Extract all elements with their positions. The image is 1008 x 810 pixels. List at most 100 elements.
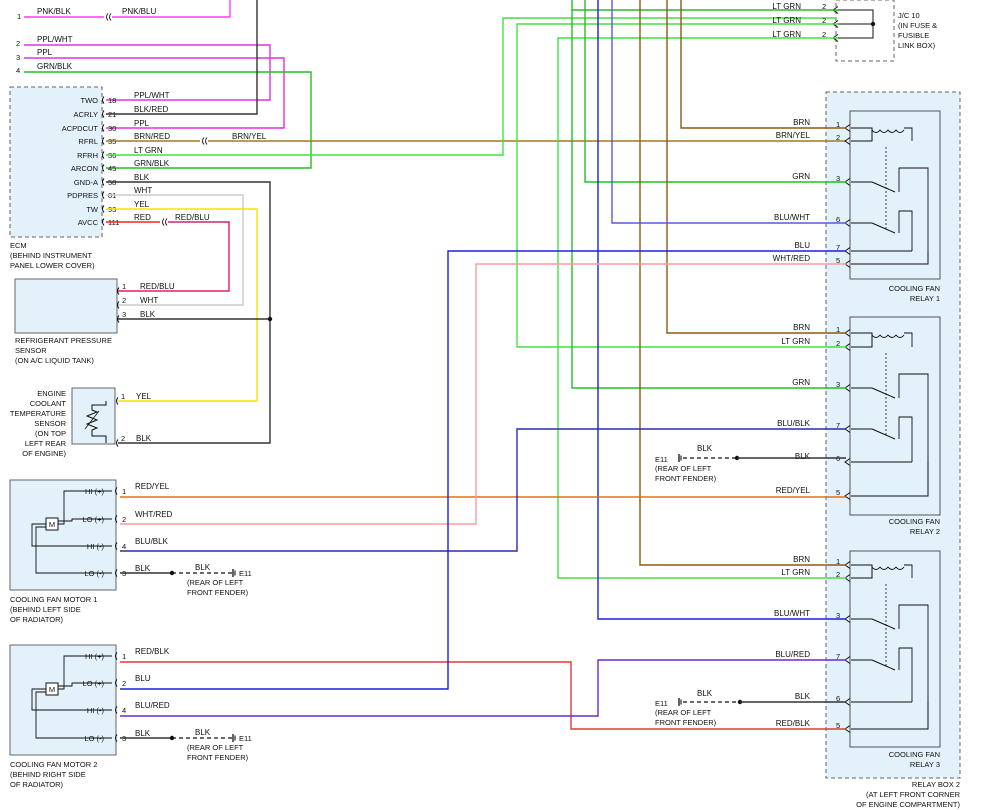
relay-3-wire-label: LT GRN [781,568,810,577]
ecm-terminal-name: RFRH [77,151,98,160]
wire-label: BLU [135,674,151,683]
ecm-terminal-name: ACRLY [74,110,98,119]
wire-ppl [24,57,285,129]
jc10-wire-label: LT GRN [772,30,801,39]
wire-label: RED/BLU [175,213,210,222]
pin-number: 4 [16,66,20,75]
motor2-motor-letter: M [49,685,55,694]
relay-3-contact-wire [898,604,929,702]
connector [202,137,208,145]
ect-sensor-caption-line: LEFT REAR [25,439,67,448]
motor1-pin-connector [115,542,118,550]
relay-3-switch-blade [871,659,896,671]
wire-blu-wht-relay1 [611,0,846,224]
motor1-terminal-name: LO (-) [84,569,104,578]
relay-3-coil-return [904,564,913,578]
ecm-terminal-name: RFRL [78,137,98,146]
motor2-terminal-name: HI (+) [85,652,104,661]
relay-1-caption-line: COOLING FAN [889,284,940,293]
motor2-internal-wire [35,691,112,739]
motor1-terminal-name: HI (-) [87,542,105,551]
ecm-terminal-name: ACPDCUT [62,124,99,133]
relay-3-pin: 1 [836,557,840,566]
jc10-outline [835,0,895,62]
wire-label: BRN/RED [134,132,170,141]
ref-sensor-pin: 2 [122,296,126,305]
wire-label: PNK/BLU [122,7,156,16]
relay-1-pin: 2 [836,133,840,142]
relay-1-wire-label: WHT/RED [773,254,811,263]
pin-number: 1 [17,12,21,21]
motor1-pin-number: 2 [122,515,126,524]
jc10-caption-line: (IN FUSE & [898,21,937,30]
wire-label: PPL/WHT [37,35,73,44]
ecm-pin-connector [102,205,105,213]
relay-3-contact-wire [898,647,913,702]
wire-lt-grn-rfrh [106,17,836,156]
wire-label: BLK [195,728,211,737]
wire-label: GRN/BLK [37,62,73,71]
motor-2-box [9,644,117,756]
motor-1-caption-line: COOLING FAN MOTOR 1 [10,595,97,604]
ecm-terminal-name: GND-A [74,178,98,187]
connector [106,13,112,21]
relay-1-wire-label: BRN [793,118,810,127]
wire-label: RED/YEL [135,482,170,491]
relay-2-caption-line: COOLING FAN [889,517,940,526]
ecm-pin-number: 18 [108,96,116,105]
ecm-pin-connector [102,96,105,104]
wire-label: BRN/YEL [232,132,267,141]
relay-3-switch-blade [871,618,896,630]
ecm-terminal-name: TW [86,205,99,214]
wire-blu-red [120,659,846,717]
wire-lt-grn-relay3 [557,37,846,579]
ground-id: E11 [239,734,252,743]
relay-1-pin: 7 [836,243,840,252]
wire-brn-relay3 [639,0,846,566]
ecm-outline [9,86,103,238]
wire-grn-blk [24,71,312,169]
motor2-internal-wire [58,682,112,687]
relay-3-wire-label: RED/BLK [776,719,811,728]
motor-1-caption-line: (BEHIND LEFT SIDE [10,605,81,614]
motor-2-caption-line: OF RADIATOR) [10,780,64,789]
motor2-pin-number: 4 [122,706,126,715]
motor1-internal-wire [35,526,112,574]
relay-1-switch-blade [871,181,896,193]
wire-grn-relay1 [584,0,846,183]
relay-3-panel [849,550,941,748]
ect-sensor-caption-line: (ON TOP [35,429,66,438]
relay-2-caption-line: RELAY 2 [910,527,940,536]
wire-label: BLU/RED [135,701,170,710]
wire-label: BLK [140,310,156,319]
relay-2-pin: 2 [836,339,840,348]
relay-1-wire-label: GRN [792,172,810,181]
relay-1-pin: 1 [836,120,840,129]
motor2-terminal-name: LO (+) [83,679,105,688]
relay-1-pin: 6 [836,215,840,224]
relay-1-output-wire [851,251,929,265]
relay-2-switch-blade [871,387,896,399]
ecm-pin-connector [102,164,105,172]
relay-3-pin: 5 [836,721,840,730]
wire-blu-wht-relay3 [597,0,846,620]
relay-2-contact-wire [898,373,929,462]
wire-blk-red [106,0,258,115]
motor1-ground-caption-line: (REAR OF LEFT [187,578,244,587]
ect-sensor-box [71,387,116,445]
ecm-caption-line: PANEL LOWER COVER) [10,261,95,270]
ecm-terminal-name: ARCON [71,164,98,173]
motor1-ground-caption-line: FRONT FENDER) [187,588,249,597]
wire-brn-relay2 [666,0,846,334]
relay-box-caption-line: (AT LEFT FRONT CORNER [866,790,961,799]
relay-3-coil-wire [851,564,873,579]
ecm-pin-number: 30 [108,124,116,133]
wire-label: BLK [697,689,713,698]
motor1-internal-wire [31,523,112,547]
relay-2-coil-wire [851,332,873,348]
wire-blk-gnda [106,181,271,444]
relay-3-wire-label: BLU/RED [775,650,810,659]
wire-label: WHT/RED [135,510,173,519]
ecm-pin-connector [102,151,105,159]
ref-sensor-caption-line: SENSOR [15,346,47,355]
